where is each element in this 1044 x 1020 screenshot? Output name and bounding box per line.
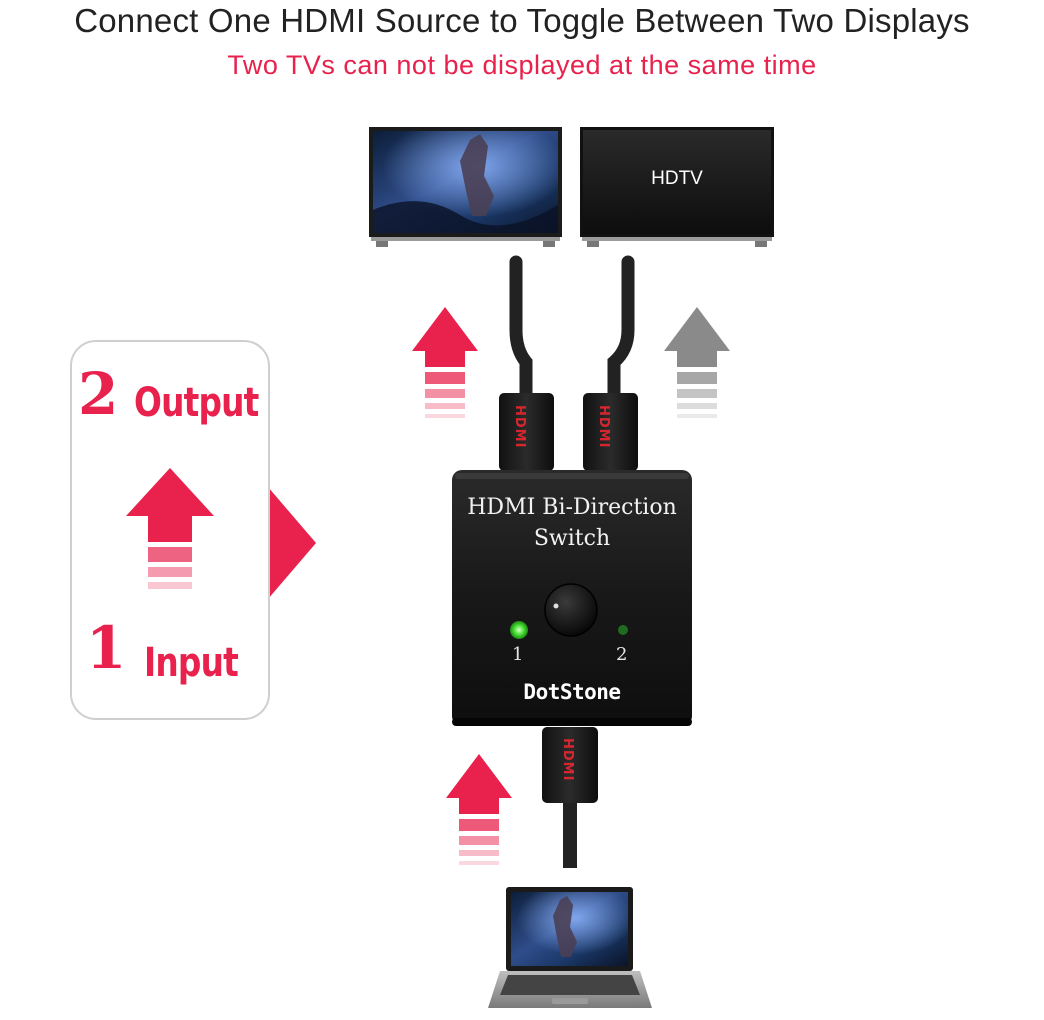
hdmi-connector-input <box>542 727 598 803</box>
hdmi-connector-output-2 <box>583 393 638 471</box>
hdmi-connector-output-1 <box>499 393 554 471</box>
legend-up-arrow-icon <box>126 468 214 589</box>
laptop <box>488 887 652 1008</box>
legend-input-number: 1 <box>86 614 127 682</box>
output-arrow-inactive <box>664 307 730 418</box>
led-port-2 <box>618 625 628 635</box>
output-cables <box>509 255 635 402</box>
legend-card: 2 Output 1 Input <box>70 340 270 720</box>
port-1-label: 1 <box>512 644 524 665</box>
page-title: Connect One HDMI Source to Toggle Betwee… <box>74 2 970 39</box>
tv-right <box>580 127 774 247</box>
port-2-label: 2 <box>616 644 628 665</box>
input-cable <box>563 800 577 868</box>
led-port-1 <box>510 621 528 639</box>
output-arrow-active <box>412 307 478 418</box>
input-arrow <box>446 754 512 865</box>
pointer-triangle <box>268 487 316 599</box>
hdtv-label: HDTV <box>651 168 703 189</box>
legend-output-label: Output <box>134 380 259 426</box>
legend-input-label: Input <box>144 640 239 686</box>
page-subtitle: Two TVs can not be displayed at the same… <box>227 50 817 80</box>
switch-title: HDMI Bi-Direction Switch <box>467 495 677 551</box>
connector-label-output-1: HDMI <box>512 405 527 449</box>
connector-label-input: HDMI <box>560 738 575 782</box>
brand-logo: DotStone <box>523 680 621 704</box>
tv-left <box>369 127 562 247</box>
toggle-button <box>544 583 598 637</box>
legend-output-number: 2 <box>78 360 119 428</box>
connector-label-output-2: HDMI <box>596 405 611 449</box>
